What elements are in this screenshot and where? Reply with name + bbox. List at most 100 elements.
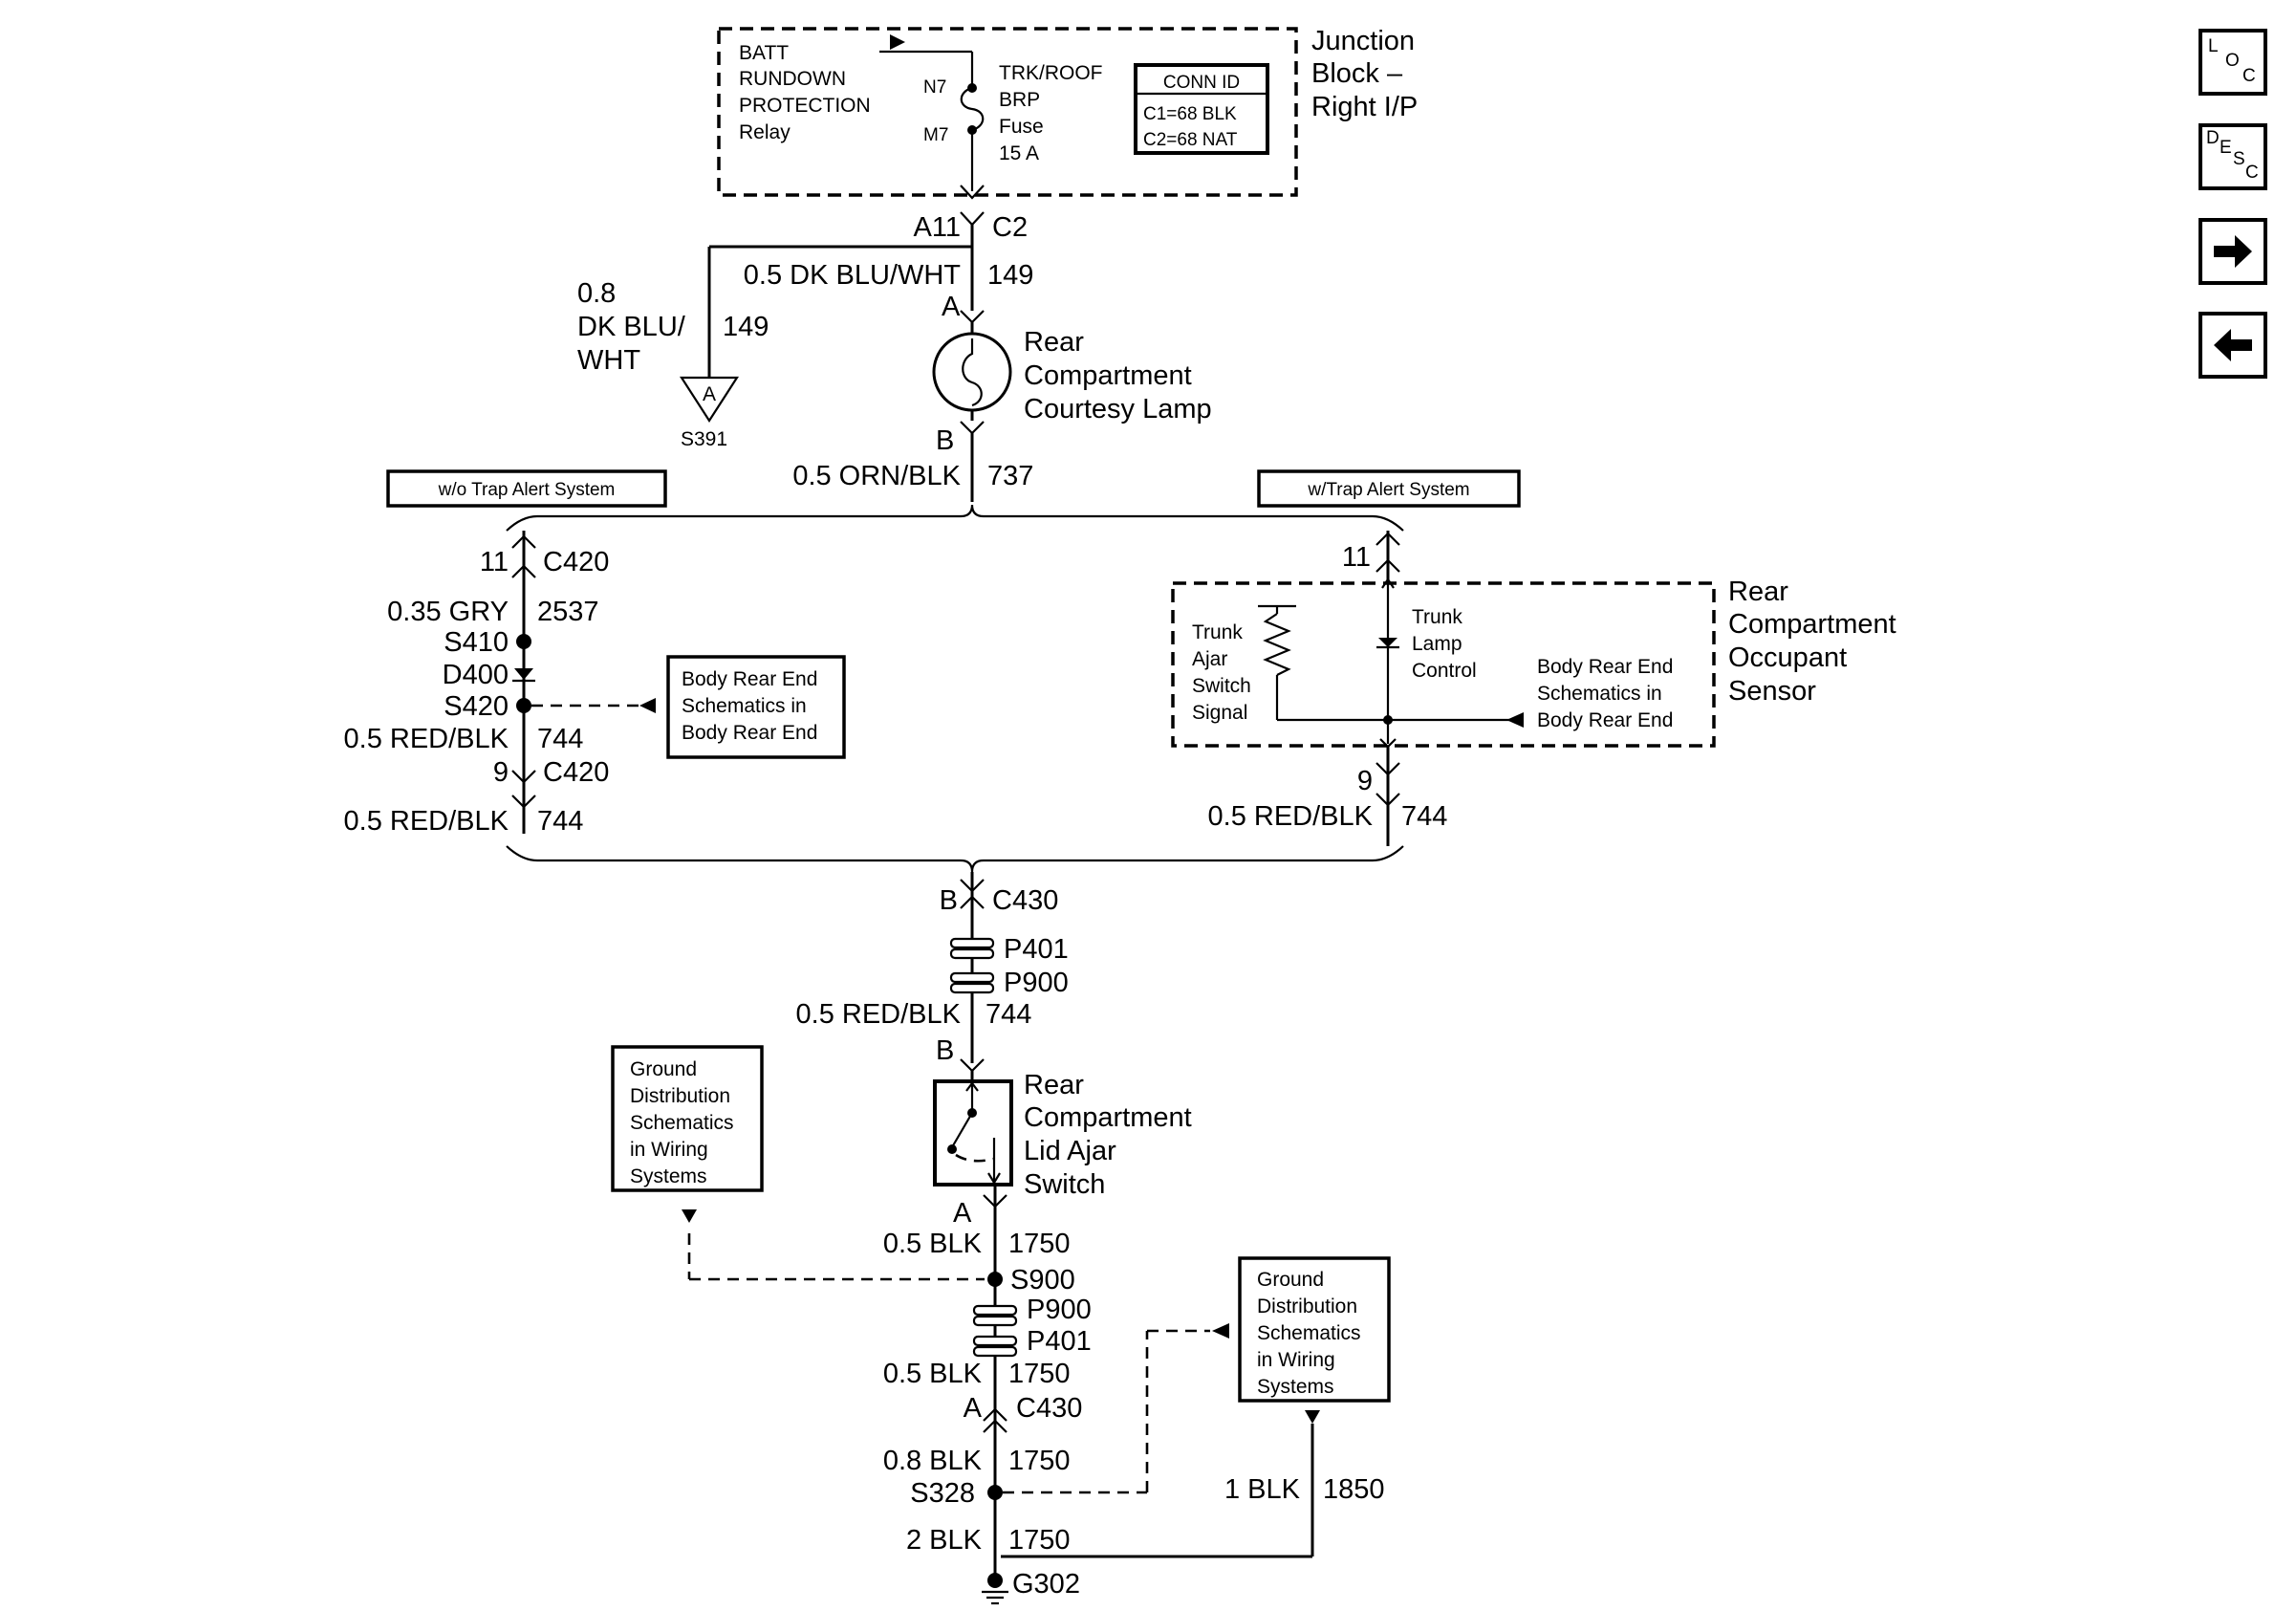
- left-circuit-744-2: 744: [537, 806, 583, 837]
- c420-top-connector: C420: [543, 547, 609, 577]
- circuit-1750-c: 1750: [1008, 1446, 1071, 1476]
- option-split: w/o Trap Alert System w/Trap Alert Syste…: [386, 469, 1521, 532]
- sensor-switch-label-3: Switch: [1192, 675, 1251, 697]
- ground-ref-1-line1: Ground: [630, 1058, 697, 1080]
- sensor-switch-label-1: Trunk: [1192, 621, 1243, 643]
- branch-wire-color-1: DK BLU/: [577, 312, 686, 342]
- desc-letter-s: S: [2233, 149, 2245, 169]
- relay-arrow-icon: [890, 34, 905, 50]
- ground-ref-box-2: [1238, 1256, 1391, 1403]
- sensor-name-1: Rear: [1728, 577, 1788, 607]
- sensor-top-pin: 11: [1342, 542, 1371, 573]
- left-branch: 11 C420 0.35 GRY 2537 S410 D400 S420 Bod…: [344, 531, 846, 837]
- sensor-name-3: Occupant: [1728, 642, 1847, 673]
- c430-top: C430: [992, 885, 1058, 916]
- left-ref-box: [666, 655, 846, 759]
- p900-bottom-icon: [972, 1304, 1018, 1317]
- left-wire-red-blk: 0.5 RED/BLK: [344, 724, 509, 754]
- branch-wire-circuit: 149: [723, 312, 769, 342]
- circuit-1750-b: 1750: [1008, 1359, 1071, 1389]
- fuse-icon: [960, 86, 985, 132]
- sensor-switch-label-2: Ajar: [1192, 648, 1227, 670]
- ground-ref-2-down-arrow-icon: [1305, 1410, 1320, 1424]
- ground-ref-1-line5: Systems: [630, 1165, 707, 1187]
- branch-wire-color-2: WHT: [577, 345, 640, 376]
- loc-button[interactable]: L O C: [2199, 29, 2267, 96]
- relay-label-1: BATT: [739, 42, 789, 64]
- sensor-circuit: 744: [1401, 801, 1447, 832]
- left-ref-2: Schematics in: [682, 695, 807, 717]
- arrow-left-icon: [2214, 329, 2252, 361]
- fuse-pin-n7: N7: [923, 77, 946, 98]
- sensor-resistor-icon: [1263, 613, 1291, 676]
- ground-ref-2-line5: Systems: [1257, 1376, 1334, 1398]
- switch-contact-icon: [951, 1112, 973, 1148]
- p401-bottom-icon: [972, 1335, 1018, 1347]
- junction-title-3: Right I/P: [1311, 92, 1418, 122]
- ground-ref-1-line4: in Wiring: [630, 1139, 708, 1161]
- sensor-outline: [1171, 581, 1716, 748]
- left-wire-red-blk-2: 0.5 RED/BLK: [344, 806, 509, 837]
- fuse-label-2: BRP: [999, 89, 1040, 111]
- sensor-wire: 0.5 RED/BLK: [1208, 801, 1374, 832]
- left-ref-arrow-icon: [639, 698, 656, 713]
- sensor-ref-arrow-icon: [1506, 712, 1524, 728]
- left-circuit-744: 744: [537, 724, 583, 754]
- circuit-1750-a: 1750: [1008, 1229, 1071, 1259]
- switch-name-3: Lid Ajar: [1024, 1136, 1116, 1166]
- desc-letter-c: C: [2245, 163, 2259, 183]
- ground-ref-1-line2: Distribution: [630, 1085, 730, 1107]
- circuit-1850: 1850: [1323, 1474, 1385, 1505]
- trunk-circuit-744: 744: [986, 999, 1031, 1030]
- right-branch: 11 Rear Compartment Occupant Sensor Trun…: [1171, 531, 1896, 846]
- wire-blk-b: 0.5 BLK: [883, 1359, 983, 1389]
- splice-s420-dot: [516, 698, 531, 713]
- diode-d400: D400: [443, 660, 509, 690]
- option-top-brace: [506, 504, 1404, 532]
- splice-s410-dot: [516, 634, 531, 649]
- splice-s900: S900: [1010, 1265, 1075, 1295]
- splice-s391-triangle: [679, 376, 740, 424]
- trunk-wire-744: 0.5 RED/BLK: [796, 999, 962, 1030]
- pin-a11: A11: [914, 212, 961, 243]
- lamp-pin-a: A: [942, 292, 961, 322]
- loc-letter-l: L: [2208, 36, 2219, 56]
- desc-letter-d: D: [2206, 128, 2220, 148]
- desc-button[interactable]: D E S C: [2199, 123, 2267, 190]
- junction-block-outline: [717, 27, 1298, 197]
- junction-block: BATT RUNDOWN PROTECTION Relay N7 M7 TRK/…: [717, 26, 1418, 243]
- arrow-right-icon: [2214, 235, 2252, 268]
- option-bottom-brace: [506, 845, 1404, 873]
- lamp-circuit-in: 149: [987, 260, 1033, 291]
- p900-bottom: P900: [1027, 1295, 1092, 1325]
- ground-ref-2-line2: Distribution: [1257, 1295, 1357, 1317]
- sensor-name-2: Compartment: [1728, 609, 1896, 640]
- sensor-lamp-control-icon: [1378, 638, 1397, 647]
- conn-id-box: [1134, 63, 1269, 155]
- lamp-wire-out: 0.5 ORN/BLK: [792, 461, 961, 491]
- junction-title-2: Block –: [1311, 58, 1403, 89]
- ground-ref-1-line3: Schematics: [630, 1112, 734, 1134]
- p900-top: P900: [1004, 968, 1069, 998]
- branch-wire-gauge: 0.8: [577, 278, 616, 309]
- ground-ref-2-line3: Schematics: [1257, 1322, 1361, 1344]
- sensor-lamp-control-3: Control: [1412, 660, 1477, 682]
- option-left-label: w/o Trap Alert System: [438, 480, 616, 500]
- branch-s391: A S391 0.8 DK BLU/ WHT 149: [577, 225, 974, 450]
- sensor-ref-3: Body Rear End: [1537, 709, 1673, 731]
- splice-s328: S328: [910, 1478, 975, 1509]
- lamp-wire-in: 0.5 DK BLU/WHT: [744, 260, 961, 291]
- conn-id-c2: C2=68 NAT: [1143, 130, 1238, 150]
- trunk-circuit: B C430 P401 P900 0.5 RED/BLK 744 B Rear …: [611, 872, 1391, 1605]
- lamp-name-1: Rear: [1024, 327, 1084, 358]
- lamp-circuit-out: 737: [987, 461, 1033, 491]
- courtesy-lamp-circuit: 0.5 DK BLU/WHT 149 A Rear Compartment Co…: [744, 247, 1212, 502]
- back-button[interactable]: [2199, 312, 2267, 379]
- p401-bottom: P401: [1027, 1326, 1092, 1357]
- next-button[interactable]: [2199, 218, 2267, 285]
- loc-letter-o: O: [2225, 51, 2240, 71]
- sensor-bottom-pin: 9: [1357, 766, 1373, 796]
- switch-name-4: Switch: [1024, 1169, 1105, 1200]
- c420-bottom-pin: 9: [493, 757, 509, 788]
- switch-pin-b: B: [936, 1035, 954, 1066]
